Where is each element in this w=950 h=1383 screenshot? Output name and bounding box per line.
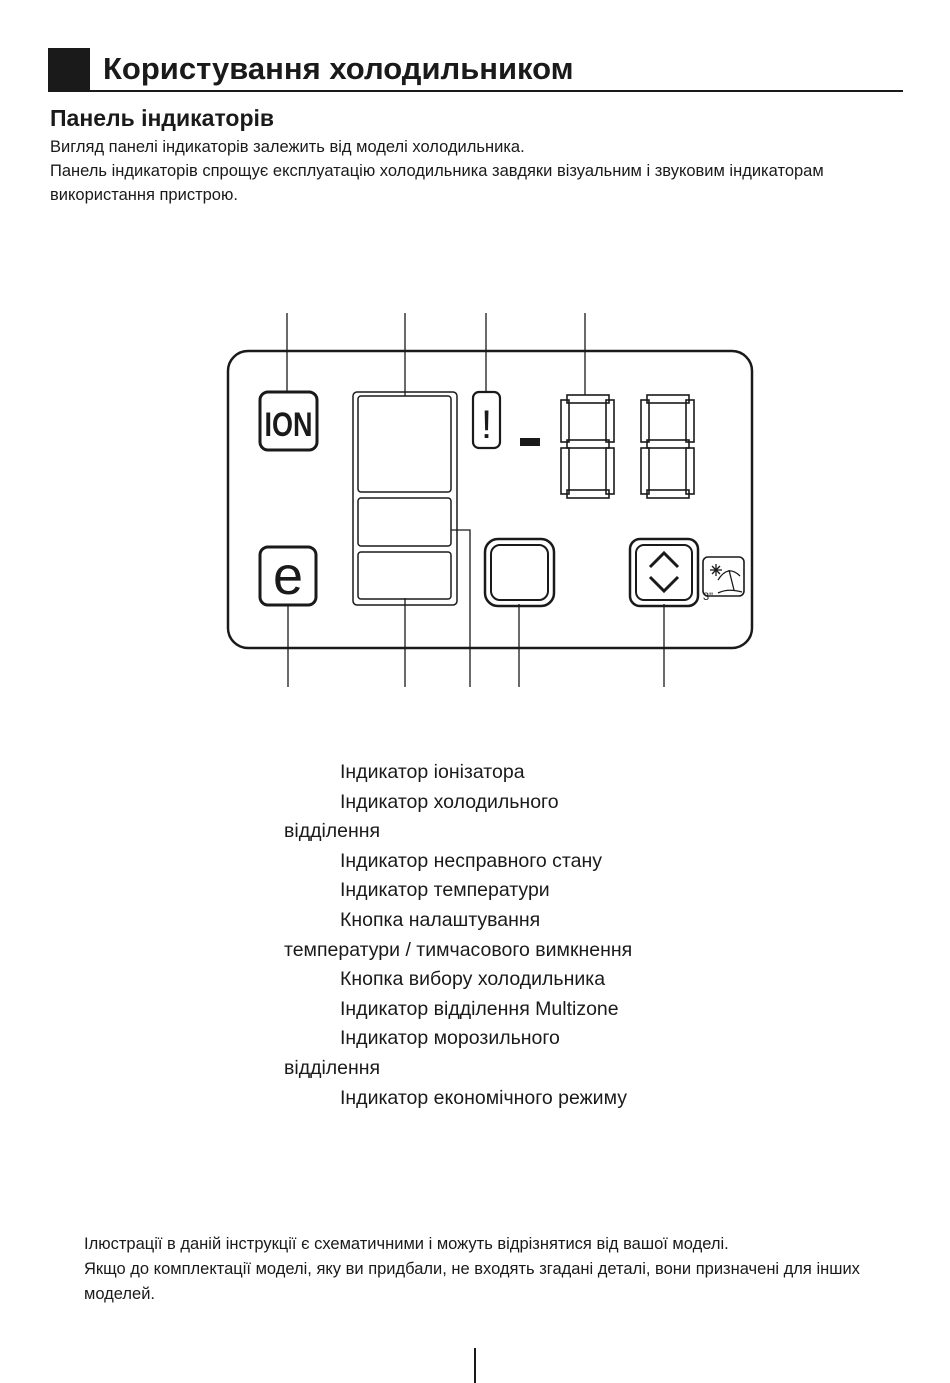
- intro-paragraph-2: Панель індикаторів спрощує експлуатацію …: [50, 162, 824, 204]
- freezer-compartment-indicator: [357, 551, 452, 600]
- legend-item: Індикатор холодильного відділення: [284, 788, 744, 847]
- chevron-down-icon: [648, 575, 680, 594]
- legend-item: Кнопка налаштування температури / тимчасо…: [284, 906, 744, 965]
- section-heading: Панель індикаторів: [50, 105, 275, 131]
- legend-item: Індикатор температури: [284, 876, 744, 906]
- legend-item-text: Індикатор морозильного: [340, 1027, 560, 1050]
- legend-item-text: Індикатор іонізатора: [340, 761, 525, 783]
- legend-item: Кнопка вибору холодильника: [284, 965, 744, 995]
- compartment-indicator-frame: [352, 391, 458, 606]
- legend-item-text: Індикатор відділення Multizone: [340, 997, 619, 1020]
- chevron-up-icon: [648, 550, 680, 569]
- legend-item-text-continued: температури / тимчасового вимкнення: [284, 938, 633, 961]
- ion-label: ION: [265, 406, 313, 444]
- legend-item-text: Кнопка вибору холодильника: [340, 968, 606, 991]
- legend-item: Індикатор економічного режиму: [284, 1084, 744, 1114]
- legend-item-text: Індикатор температури: [340, 879, 550, 902]
- page-marker: [474, 1348, 476, 1383]
- title-underline: [48, 90, 903, 92]
- multizone-compartment-indicator: [357, 497, 452, 547]
- adjust-button-inner: [635, 544, 693, 601]
- adjust-button-outer: [628, 537, 700, 608]
- panel-outline: [226, 349, 754, 650]
- legend-item: Індикатор відділення Multizone: [284, 995, 744, 1025]
- legend-item-text: Індикатор холодильного: [340, 790, 559, 813]
- fridge-select-button-inner: [490, 544, 549, 601]
- title-marker-block: [48, 48, 90, 91]
- eco-indicator-frame: [258, 545, 318, 607]
- legend-item: Індикатор іонізатора: [284, 758, 744, 788]
- temperature-minus-segment: [520, 438, 540, 446]
- footnote: Ілюстрації в даній інструкції є схематич…: [84, 1232, 884, 1307]
- ion-indicator-frame: [258, 390, 319, 452]
- temperature-digit-2: [640, 394, 695, 499]
- fridge-compartment-indicator: [357, 395, 452, 493]
- legend-item-text: Індикатор економічного режиму: [340, 1086, 627, 1109]
- alarm-symbol: !: [481, 403, 492, 447]
- legend-item-text-continued: відділення: [284, 820, 381, 843]
- intro-text: Вигляд панелі індикаторів залежить від м…: [50, 135, 910, 207]
- intro-paragraph-1: Вигляд панелі індикаторів залежить від м…: [50, 138, 525, 156]
- footnote-line-2: Якщо до комплектації моделі, яку ви прид…: [84, 1260, 860, 1303]
- alarm-indicator-frame: [471, 390, 502, 450]
- footnote-line-1: Ілюстрації в даній інструкції є схематич…: [84, 1235, 729, 1253]
- eco-symbol: e: [273, 546, 303, 606]
- callout-line-multizone: [451, 529, 471, 687]
- temperature-digit-1: [560, 394, 615, 499]
- holiday-indicator-frame: [702, 556, 745, 597]
- timer-label: 3": [703, 591, 713, 603]
- legend-item-text: Кнопка налаштування: [340, 908, 541, 931]
- holiday-umbrella-icon: [710, 564, 743, 594]
- fridge-select-button-outer: [483, 537, 556, 608]
- page-title: Користування холодильником: [103, 51, 574, 86]
- legend-item-text-continued: відділення: [284, 1056, 381, 1079]
- legend-item: Індикатор морозильного відділення: [284, 1024, 744, 1083]
- legend-item-text: Індикатор несправного стану: [340, 849, 603, 872]
- legend-item: Індикатор несправного стану: [284, 847, 744, 877]
- indicator-panel-diagram: ION ! e 3": [226, 313, 754, 687]
